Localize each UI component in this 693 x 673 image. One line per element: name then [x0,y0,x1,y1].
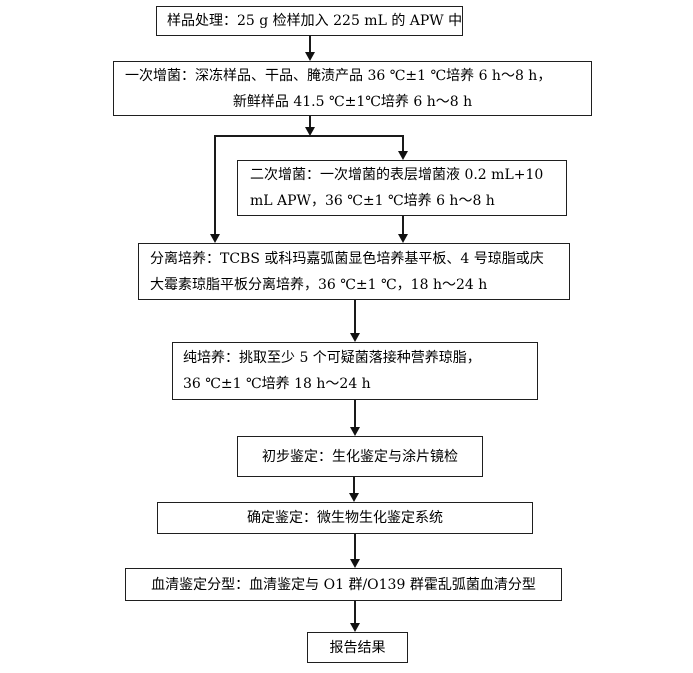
flow-node-pure-culture: 纯培养：挑取至少 5 个可疑菌落接种营养琼脂， 36 ℃±1 ℃培养 18 h～… [172,342,538,400]
connector-line [214,136,216,235]
arrowhead-down-icon [349,493,359,502]
connector-line [309,35,311,53]
flow-node-sample-prep: 样品处理：25 g 检样加入 225 mL 的 APW 中 [156,6,463,36]
arrowhead-down-icon [305,127,315,136]
node-text-line: 样品处理：25 g 检样加入 225 mL 的 APW 中 [167,13,463,29]
node-text-line: 纯培养：挑取至少 5 个可疑菌落接种营养琼脂， [183,350,481,366]
arrowhead-down-icon [305,52,315,61]
arrowhead-down-icon [350,427,360,436]
connector-line [353,477,355,494]
node-text-line: 大霉素琼脂平板分离培养，36 ℃±1 ℃，18 h～24 h [150,276,488,293]
node-text-line: mL APW，36 ℃±1 ℃培养 6 h～8 h [250,193,495,209]
connector-line [309,116,311,128]
connector-line [354,601,356,624]
arrowhead-down-icon [350,623,360,632]
flow-node-isolation-culture: 分离培养：TCBS 或科玛嘉弧菌显色培养基平板、4 号琼脂或庆 大霉素琼脂平板分… [138,243,570,300]
node-text-line: 二次增菌：一次增菌的表层增菌液 0.2 mL+10 [250,167,544,183]
connector-line [402,216,404,235]
flow-node-serological-typing: 血清鉴定分型：血清鉴定与 O1 群/O139 群霍乱弧菌血清分型 [125,568,562,601]
arrowhead-down-icon [210,234,220,243]
flow-node-secondary-enrichment: 二次增菌：一次增菌的表层增菌液 0.2 mL+10 mL APW，36 ℃±1 … [237,160,567,216]
node-text-line: 初步鉴定：生化鉴定与涂片镜检 [262,448,458,465]
flow-node-preliminary-identification: 初步鉴定：生化鉴定与涂片镜检 [237,436,483,477]
node-text-line: 新鲜样品 41.5 ℃±1℃培养 6 h～8 h [232,93,473,110]
connector-line [354,300,356,334]
node-text-line: 确定鉴定：微生物生化鉴定系统 [247,510,443,526]
connector-branch-line [214,135,404,137]
node-text-line: 血清鉴定分型：血清鉴定与 O1 群/O139 群霍乱弧菌血清分型 [151,576,536,593]
flow-node-primary-enrichment: 一次增菌：深冻样品、干品、腌渍产品 36 ℃±1 ℃培养 6 h～8 h， 新鲜… [113,61,592,116]
connector-line [354,400,356,428]
arrowhead-down-icon [398,151,408,160]
flow-node-confirmed-identification: 确定鉴定：微生物生化鉴定系统 [157,502,533,534]
connector-line [402,136,404,152]
arrowhead-down-icon [350,333,360,342]
node-text-line: 一次增菌：深冻样品、干品、腌渍产品 36 ℃±1 ℃培养 6 h～8 h， [125,67,552,84]
connector-line [354,534,356,560]
arrowhead-down-icon [398,234,408,243]
node-text-line: 报告结果 [329,639,386,656]
node-text-line: 36 ℃±1 ℃培养 18 h～24 h [183,376,371,392]
node-text-line: 分离培养：TCBS 或科玛嘉弧菌显色培养基平板、4 号琼脂或庆 [150,250,544,267]
arrowhead-down-icon [350,559,360,568]
flow-node-report-result: 报告结果 [307,632,408,663]
